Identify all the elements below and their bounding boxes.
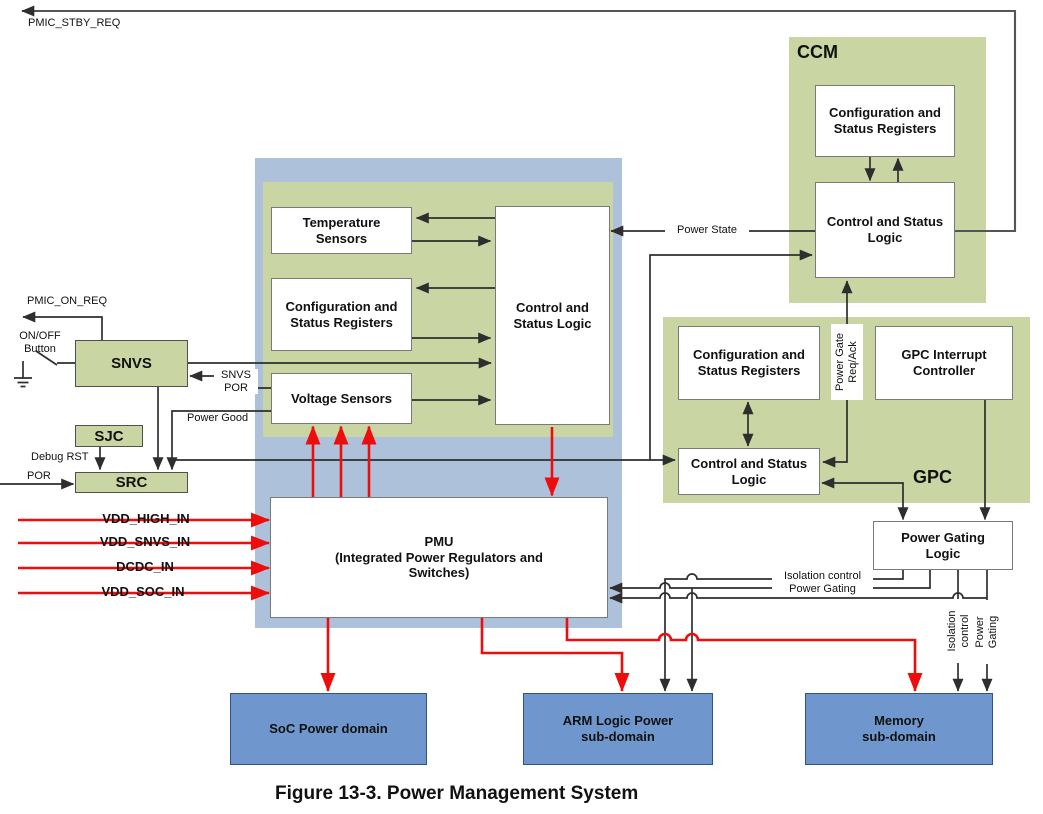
isolation-vertical-line2: control [959, 614, 971, 648]
pmu-box: PMU (Integrated Power Regulators and Swi… [270, 497, 608, 618]
src-box: SRC [75, 472, 188, 493]
debug-rst-label: Debug RST [31, 451, 89, 463]
voltage-sensors-box: Voltage Sensors [271, 373, 412, 424]
memory-subdomain-label-line1: Memory [874, 712, 924, 728]
wire-pmu-to-arm-domain [480, 618, 630, 692]
wire-power-gating-to-arm-a [867, 570, 931, 589]
power-gating-vertical-line2: Gating [987, 615, 999, 649]
vdd-soc-in-label: VDD_SOC_IN [101, 583, 185, 599]
snvs-por-label-line1: SNVS [221, 369, 251, 381]
ground-icon [14, 377, 32, 388]
power-gating-logic-label: Power Gating Logic [901, 529, 985, 561]
sjc-label: SJC [94, 427, 124, 445]
ccm-config-status-registers-box: Configuration and Status Registers [815, 85, 955, 157]
on-off-label-line2: Button [24, 342, 56, 355]
dcdc-in-label: DCDC_IN [116, 558, 174, 574]
ccm-region-title: CCM [797, 42, 838, 62]
isolation-control-label: Isolation control [783, 570, 862, 582]
arm-subdomain-label-line1: ARM Logic Power [562, 712, 674, 728]
pmu-label-line3: Switches) [408, 565, 470, 581]
power-good-label: Power Good [185, 412, 251, 425]
isolation-control-vertical-label: Isolation control [946, 599, 972, 663]
pmu-config-status-registers-label: Configuration and Status Registers [285, 298, 398, 330]
isolation-power-gating-labels: Isolation control Power Gating [772, 570, 873, 596]
on-off-button-label: ON/OFF Button [12, 330, 68, 355]
gpc-config-status-registers-box: Configuration and Status Registers [678, 326, 820, 400]
power-state-label: Power State [665, 224, 749, 237]
pmu-control-status-logic-label: Control and Status Logic [513, 299, 592, 331]
vdd-snvs-in-label: VDD_SNVS_IN [99, 533, 191, 549]
pmu-control-status-logic-box: Control and Status Logic [495, 206, 610, 425]
gpc-control-status-logic-box: Control and Status Logic [678, 448, 820, 495]
snvs-por-label-line2: POR [224, 381, 248, 394]
ccm-control-status-logic-label: Control and Status Logic [826, 214, 944, 245]
arm-subdomain-label-line2: sub-domain [581, 729, 655, 744]
snvs-box: SNVS [75, 340, 188, 387]
on-off-label-line1: ON/OFF [19, 330, 61, 342]
memory-subdomain-label-line2: sub-domain [862, 729, 936, 744]
soc-power-domain-box: SoC Power domain [230, 693, 427, 765]
isolation-vertical-line1: Isolation [946, 610, 959, 652]
gpc-config-status-registers-label: Configuration and Status Registers [693, 347, 805, 378]
pmic-on-req-label: PMIC_ON_REQ [27, 295, 108, 307]
power-gating-vertical-label: Power Gating [974, 600, 1000, 664]
power-gating-label: Power Gating [789, 582, 856, 595]
figure-caption: Figure 13-3. Power Management System [275, 783, 639, 804]
pmu-label-line1: PMU [424, 533, 454, 549]
voltage-sensors-label: Voltage Sensors [291, 390, 392, 406]
wire-power-gating-to-pmu [609, 582, 774, 594]
gpc-region-title: GPC [913, 467, 953, 487]
temperature-sensors-box: Temperature Sensors [271, 207, 412, 254]
ccm-config-status-registers-label: Configuration and Status Registers [829, 105, 941, 136]
power-gating-vertical-line1: Power [974, 616, 987, 648]
pmu-config-status-registers-box: Configuration and Status Registers [271, 278, 412, 351]
power-gating-logic-box: Power Gating Logic [873, 521, 1013, 570]
wire-pmu-to-memory-domain [565, 618, 923, 692]
src-label: SRC [115, 474, 148, 491]
vdd-high-in-label: VDD_HIGH_IN [102, 510, 190, 526]
snvs-por-label: SNVS POR [214, 369, 258, 395]
ccm-control-status-logic-box: Control and Status Logic [815, 182, 955, 278]
soc-power-domain-label: SoC Power domain [269, 720, 388, 736]
memory-subdomain-box: Memory sub-domain [805, 693, 993, 765]
pmic-stby-req-label: PMIC_STBY_REQ [28, 17, 121, 29]
pmu-label-line2: (Integrated Power Regulators and [334, 549, 544, 565]
arm-logic-power-subdomain-box: ARM Logic Power sub-domain [523, 693, 713, 765]
gpc-interrupt-controller-label: GPC Interrupt Controller [901, 347, 987, 378]
temperature-sensors-label: Temperature Sensors [302, 214, 381, 246]
power-gate-label-line1: Power Gate [834, 332, 847, 392]
power-gate-label-line2: Req/Ack [847, 341, 859, 383]
sjc-box: SJC [75, 425, 143, 447]
snvs-label: SNVS [111, 355, 152, 372]
gpc-control-status-logic-label: Control and Status Logic [690, 455, 808, 487]
gpc-interrupt-controller-box: GPC Interrupt Controller [875, 326, 1013, 400]
por-label: POR [27, 470, 51, 482]
power-gate-req-ack-label: Power Gate Req/Ack [831, 324, 863, 400]
wire-isolation-to-arm-b [659, 573, 774, 692]
